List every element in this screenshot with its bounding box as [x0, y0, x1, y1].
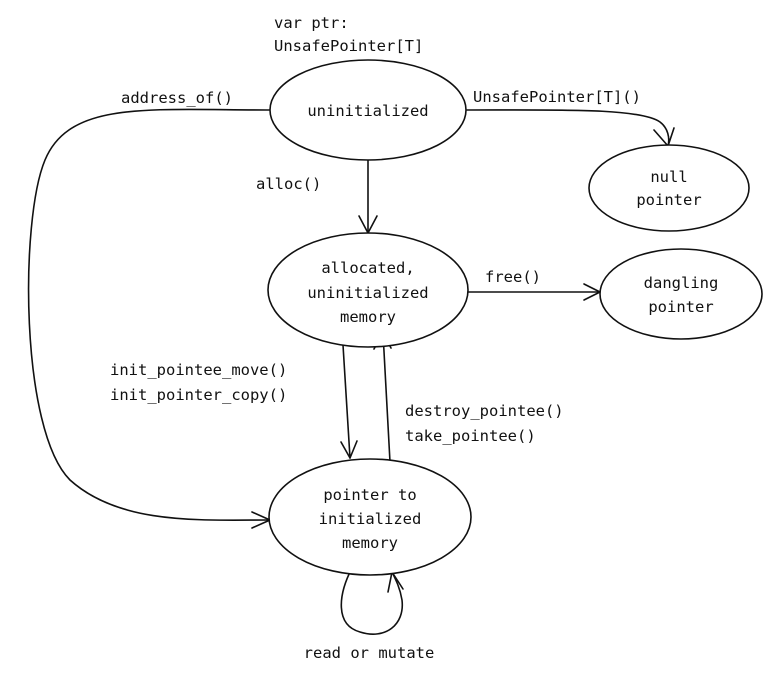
label-init-copy: init_pointer_copy() [110, 386, 287, 404]
state-dangling-line1: dangling [644, 274, 719, 292]
state-allocated-line3: memory [340, 308, 396, 326]
state-uninitialized-label: uninitialized [307, 102, 428, 120]
label-init-move: init_pointee_move() [110, 361, 287, 379]
label-free: free() [485, 268, 541, 286]
state-allocated-line2: uninitialized [307, 284, 428, 302]
state-initialized: pointer to initialized memory [268, 458, 472, 576]
state-dangling-line2: pointer [648, 298, 713, 316]
label-null-ctor: UnsafePointer[T]() [473, 88, 641, 106]
label-take: take_pointee() [405, 427, 536, 445]
label-alloc: alloc() [256, 175, 321, 193]
arrowhead-null-ctor [653, 127, 675, 147]
state-dangling-pointer: dangling pointer [599, 248, 763, 340]
state-initialized-line1: pointer to [323, 486, 416, 504]
state-allocated: allocated, uninitialized memory [267, 232, 469, 348]
start-label-line1: var ptr: [274, 14, 349, 32]
edge-null-ctor [466, 109, 670, 147]
arrowhead-read-mutate [387, 571, 404, 593]
label-destroy: destroy_pointee() [405, 402, 564, 420]
label-read-mutate: read or mutate [304, 644, 435, 662]
arrowhead-init [340, 440, 358, 459]
label-address-of: address_of() [121, 89, 233, 107]
start-label-line2: UnsafePointer[T] [274, 37, 423, 55]
state-uninitialized: uninitialized [269, 59, 467, 161]
edge-read-mutate [340, 567, 403, 635]
edge-address-of [27, 108, 272, 521]
edge-destroy [382, 332, 391, 463]
state-null-pointer-line2: pointer [636, 191, 701, 209]
state-null-pointer-line1: null [650, 168, 687, 186]
state-initialized-line3: memory [342, 534, 398, 552]
edge-init [342, 344, 351, 459]
state-initialized-line2: initialized [319, 510, 422, 528]
state-null-pointer: null pointer [588, 144, 750, 232]
state-allocated-line1: allocated, [321, 259, 414, 277]
